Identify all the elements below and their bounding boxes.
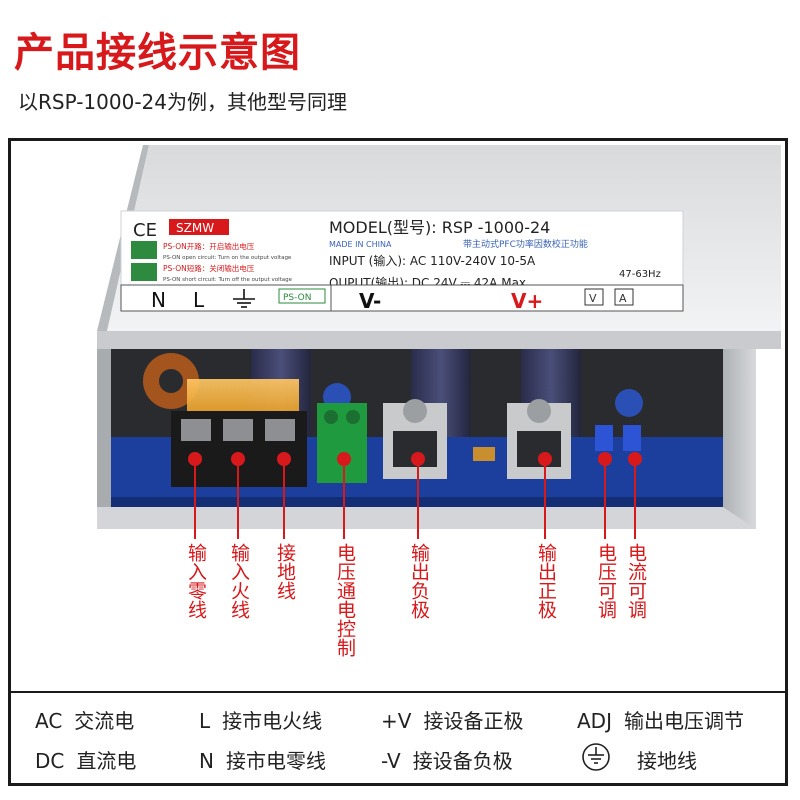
- legend-key: N: [199, 749, 214, 773]
- brand-text: SZMW: [176, 221, 214, 235]
- made-in: MADE IN CHINA: [329, 240, 392, 249]
- legend-divider: [11, 691, 785, 693]
- output-positive-terminal: [507, 399, 571, 479]
- pson-open-icon: [131, 241, 157, 259]
- terminal-l: L: [193, 288, 205, 312]
- legend-desc: 输出电压调节: [623, 709, 744, 733]
- brand-box: [169, 219, 229, 235]
- diagram-frame: CE SZMW PS-ON开路：开启输出电压 PS-ON open circui…: [8, 138, 788, 786]
- legend-key: -V: [381, 749, 401, 773]
- legend-desc: 接设备正极: [423, 709, 524, 733]
- model-line: MODEL(型号): RSP -1000-24: [329, 218, 550, 237]
- voltage-potentiometer: [595, 425, 613, 451]
- legend-desc: 接市电火线: [222, 709, 323, 733]
- terminal-vplus: V+: [511, 289, 543, 313]
- terminal-vminus: V-: [359, 289, 381, 313]
- legend-key: AC: [35, 709, 63, 733]
- callout-ground: 接地线: [274, 543, 296, 600]
- callout-input-neutral: 输入零线: [185, 543, 207, 619]
- legend-key: ADJ: [577, 709, 612, 733]
- terminal-pson-box: [278, 288, 326, 304]
- legend: AC 交流电 L 接市电火线 +V 接设备正极 ADJ 输出电压调节 DC 直流电 N 接市…: [11, 693, 785, 783]
- ce-mark: CE: [133, 220, 157, 241]
- pson-open-en: PS-ON open circuit: Turn on the output v…: [163, 255, 292, 261]
- legend-item-l: L 接市电火线: [199, 705, 322, 734]
- callout-current-adjust: 电流可调: [625, 543, 647, 619]
- case-bottom: [97, 507, 756, 529]
- freq-line: 47-63Hz: [619, 269, 661, 280]
- legend-item-n: N 接市电零线: [199, 745, 326, 774]
- pson-short-cn: PS-ON短路：关闭输出电压: [163, 263, 255, 273]
- callout-ps-on-control: 电压通电控制: [334, 543, 356, 657]
- legend-desc: 接设备负极: [412, 749, 513, 773]
- terminal-n: N: [151, 288, 166, 312]
- blue-cap-2: [615, 389, 643, 417]
- page-title: 产品接线示意图: [14, 30, 301, 76]
- callout-voltage-adjust: 电压可调: [595, 543, 617, 619]
- pson-short-icon: [131, 263, 157, 281]
- legend-key: +V: [381, 709, 412, 733]
- terminal-v-adj: V: [589, 292, 597, 305]
- callout-markers: [188, 452, 642, 539]
- legend-key: L: [199, 709, 211, 733]
- ground-icon: [582, 743, 610, 771]
- case-front-lip: [97, 331, 781, 349]
- callout-output-positive: 输出正极: [535, 543, 557, 619]
- legend-desc: 接地线: [637, 749, 697, 773]
- legend-desc: 直流电: [76, 749, 137, 773]
- current-potentiometer: [623, 425, 641, 451]
- power-supply-photo: CE SZMW PS-ON开路：开启输出电压 PS-ON open circui…: [97, 145, 781, 539]
- callout-input-live: 输入火线: [228, 543, 250, 619]
- legend-item-plus-v: +V 接设备正极: [381, 705, 523, 734]
- output-negative-terminal: [383, 399, 447, 479]
- smd-part: [473, 447, 495, 461]
- terminal-ground-symbol: [233, 289, 255, 308]
- terminal-pson: PS-ON: [283, 293, 311, 303]
- page-subtitle: 以RSP-1000-24为例，其他型号同理: [18, 90, 347, 114]
- pson-open-cn: PS-ON开路：开启输出电压: [163, 241, 255, 251]
- pson-short-en: PS-ON short circuit: Turn off the output…: [163, 277, 293, 283]
- input-line: INPUT (输入): AC 110V-240V 10-5A: [329, 253, 536, 268]
- legend-item-ground: 接地线: [637, 745, 697, 774]
- legend-item-minus-v: -V 接设备负极: [381, 745, 513, 774]
- legend-desc: 接市电零线: [225, 749, 326, 773]
- legend-item-adj: ADJ 输出电压调节: [577, 705, 744, 734]
- legend-item-dc: DC 直流电: [35, 745, 136, 774]
- legend-desc: 交流电: [74, 709, 135, 733]
- legend-key: DC: [35, 749, 65, 773]
- terminal-a-adj: A: [619, 292, 627, 305]
- legend-item-ac: AC 交流电: [35, 705, 134, 734]
- pfc-note: 带主动式PFC功率因数校正功能: [463, 238, 588, 250]
- callout-output-negative: 输出负极: [408, 543, 430, 619]
